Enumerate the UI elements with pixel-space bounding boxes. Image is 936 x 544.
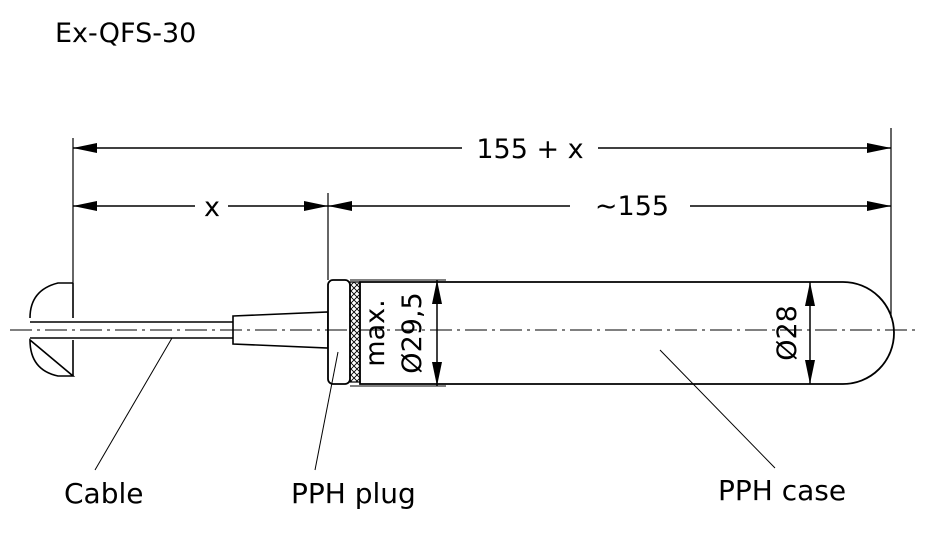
leader-lines [94,337,776,471]
drawing-title: Ex-QFS-30 [55,18,196,49]
plug-diameter-dimension: max. Ø29,5 [350,279,446,387]
overall-dimension: 155 + x [73,134,891,165]
case-length-label: ∼155 [595,191,669,222]
pph-case-label: PPH case [718,474,846,507]
overall-length-label: 155 + x [476,134,583,165]
cable [30,321,233,339]
case-length-dimension: ∼155 [328,191,891,222]
plug-diameter-prefix: max. [360,299,391,366]
case-diameter-label: Ø28 [772,305,803,361]
cable-end-cap [29,282,76,377]
cable-length-dimension: x [73,192,328,223]
pph-plug [327,279,361,385]
pph-plug-label: PPH plug [291,477,416,510]
cable-label: Cable [64,477,144,510]
cable-length-label: x [204,192,220,223]
plug-diameter-label: Ø29,5 [397,292,428,373]
case-diameter-dimension: Ø28 [772,282,815,384]
pph-case [359,281,895,385]
